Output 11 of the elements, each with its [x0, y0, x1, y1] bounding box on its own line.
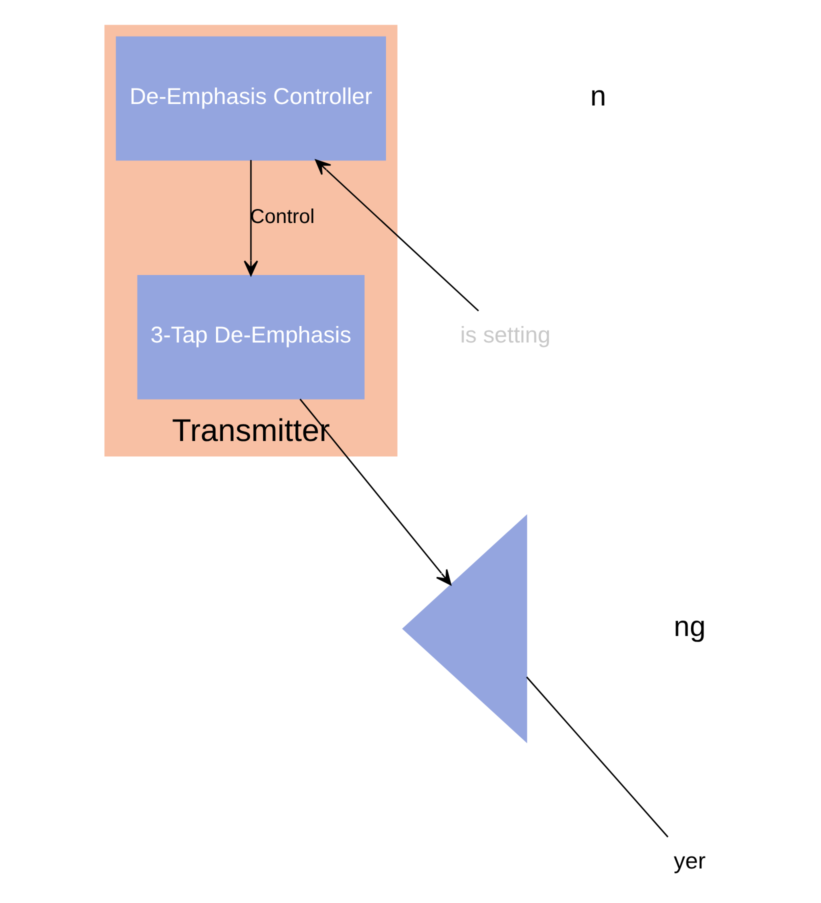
node-box: De-Emphasis Controller: [115, 36, 386, 161]
connector: [526, 676, 668, 838]
label: ng: [673, 610, 706, 643]
node-box: 3-Tap De-Emphasis: [136, 275, 364, 400]
node-text: yer: [673, 848, 706, 874]
arrow: [299, 398, 451, 586]
arrow: [243, 160, 258, 276]
label: n: [590, 80, 606, 113]
node-triangle: [402, 514, 527, 744]
arrow: [314, 159, 478, 312]
edge-label: Control: [250, 206, 314, 228]
